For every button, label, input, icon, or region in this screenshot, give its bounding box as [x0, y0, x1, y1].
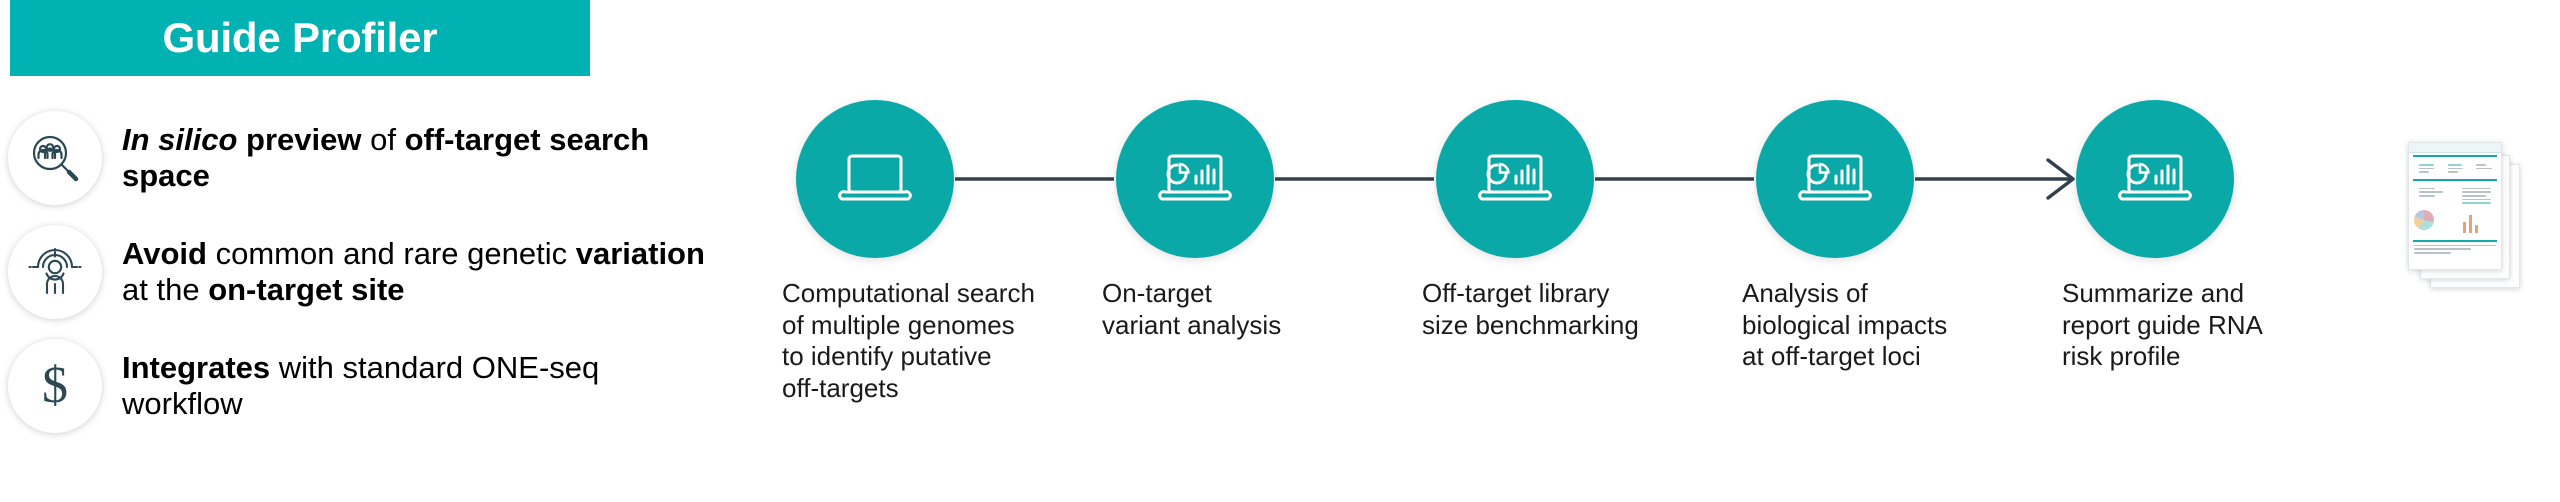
report-text-line [2462, 194, 2487, 197]
report-text-line [2476, 167, 2492, 170]
feature-item-one-seq-integration: $ Integrates with standard ONE-seq workf… [8, 336, 738, 436]
report-summary-col [2443, 162, 2468, 175]
report-text-line [2462, 187, 2491, 190]
report-text-line [2414, 248, 2472, 250]
report-text-line [2462, 198, 2491, 201]
laptop-analytics-icon [1798, 154, 1872, 201]
flow-step-3-caption: Off-target library size benchmarking [1422, 278, 1639, 340]
page-title: Guide Profiler [162, 14, 438, 61]
feature-segment: off-target search space [122, 121, 650, 193]
laptop-analytics-icon [1478, 154, 1552, 201]
flow-step-4[interactable]: Analysis of biological impacts at off-ta… [1740, 100, 2060, 373]
report-rule [2413, 178, 2497, 181]
feature-segment: preview [237, 121, 362, 157]
flow-step-2-circle[interactable] [1116, 100, 1274, 258]
feature-label: Avoid common and rare genetic variation … [122, 236, 722, 309]
flow-steps: Computational search of multiple genomes… [780, 100, 2263, 430]
flow-step-1-circle[interactable] [796, 100, 954, 258]
report-text-line [2414, 251, 2451, 254]
flow-step-4-circle[interactable] [1756, 100, 1914, 258]
feature-segment: In silico [122, 121, 238, 157]
feature-item-off-target-search-space: In silico preview of off-target search s… [8, 108, 738, 208]
feature-segment: Avoid [122, 235, 207, 271]
feature-segment: at the [122, 272, 209, 307]
report-summary-col [2471, 162, 2496, 175]
report-body-row [2409, 184, 2501, 208]
report-text-line [2419, 187, 2435, 190]
report-summary-row [2409, 160, 2501, 177]
bar [2469, 214, 2472, 233]
report-text-line [2419, 171, 2429, 173]
flow-step-3-circle[interactable] [1436, 100, 1594, 258]
laptop-icon [838, 154, 912, 201]
laptop-analytics-icon [2118, 154, 2192, 201]
report-text-line [2476, 164, 2487, 166]
bar [2475, 224, 2478, 233]
magnifier-people-icon [8, 111, 102, 205]
flow-step-3[interactable]: Off-target library size benchmarking [1420, 100, 1740, 341]
feature-list: In silico preview of off-target search s… [8, 108, 738, 450]
person-target-icon [8, 225, 102, 319]
report-figure-bars [2457, 210, 2496, 236]
report-header-bar [2409, 143, 2501, 153]
feature-label: Integrates with standard ONE-seq workflo… [122, 350, 722, 423]
feature-segment: variation [575, 235, 705, 271]
flow-step-2[interactable]: On-target variant analysis [1100, 100, 1420, 341]
feature-label: In silico preview of off-target search s… [122, 122, 722, 195]
report-text-line [2419, 191, 2444, 193]
bar [2463, 221, 2466, 233]
dollar-sign-icon: $ [8, 339, 102, 433]
report-text-line [2462, 191, 2491, 193]
feature-segment: common and rare genetic [206, 235, 576, 271]
title-banner: Guide Profiler [10, 0, 590, 76]
feature-segment: with standard ONE-seq workflow [122, 349, 600, 421]
report-text-line [2414, 244, 2496, 247]
feature-item-avoid-genetic-variation: Avoid common and rare genetic variation … [8, 222, 738, 322]
flow-step-1[interactable]: Computational search of multiple genomes… [780, 100, 1100, 405]
report-rule [2413, 155, 2497, 157]
feature-segment: on-target site [208, 272, 405, 307]
bar-chart-icon [2457, 210, 2496, 236]
report-text-line [2447, 164, 2463, 166]
report-thumbnail-stack [2408, 142, 2548, 302]
report-text-line [2447, 167, 2463, 170]
pie-chart-icon [2414, 209, 2434, 230]
dollar-glyph: $ [42, 357, 68, 414]
report-rule [2413, 239, 2497, 242]
flow-step-5[interactable]: Summarize and report guide RNA risk prof… [2060, 100, 2380, 373]
flow-step-5-circle[interactable] [2076, 100, 2234, 258]
flow-step-1-caption: Computational search of multiple genomes… [782, 278, 1035, 404]
feature-segment: of [361, 121, 405, 157]
report-body-col [2414, 186, 2453, 206]
report-text-line [2447, 171, 2458, 173]
report-text-line [2419, 167, 2435, 170]
process-flow: Computational search of multiple genomes… [780, 100, 2263, 430]
report-body-col [2457, 186, 2496, 206]
report-figures-row [2409, 208, 2501, 238]
laptop-analytics-icon [1158, 154, 1232, 201]
flow-step-4-caption: Analysis of biological impacts at off-ta… [1742, 278, 1948, 372]
report-text-line [2462, 202, 2491, 204]
flow-step-5-caption: Summarize and report guide RNA risk prof… [2062, 278, 2263, 372]
report-text-line [2419, 194, 2435, 197]
flow-step-2-caption: On-target variant analysis [1102, 278, 1282, 340]
report-figure-pie [2414, 209, 2453, 236]
report-text-line [2419, 164, 2434, 166]
feature-segment: Integrates [122, 349, 271, 385]
report-page-front [2408, 142, 2502, 270]
report-summary-col [2414, 162, 2439, 175]
